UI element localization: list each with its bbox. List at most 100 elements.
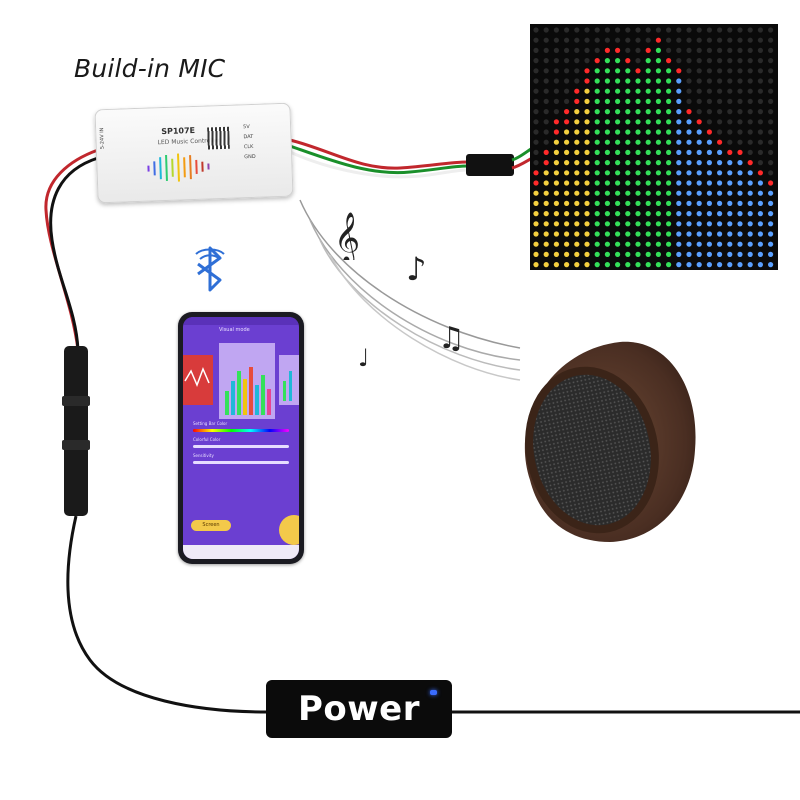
led-dot [666,170,672,176]
led-dot [604,251,610,257]
led-dot [584,78,590,84]
led-dot [676,58,682,64]
led-dot [717,190,723,196]
led-dot [645,241,651,247]
led-dot [615,180,621,186]
screen-button[interactable]: Screen [191,520,231,531]
led-dot [686,211,692,217]
led-dot [768,262,774,268]
led-dot [574,262,580,268]
led-dot [553,190,559,196]
led-dot [696,58,702,64]
led-dot [604,78,610,84]
led-dot [615,241,621,247]
led-dot [747,47,753,53]
led-dot [737,262,743,268]
led-dot [676,262,682,268]
led-dot [676,47,682,53]
power-indicator-light [430,690,437,695]
led-dot [747,211,753,217]
led-dot [686,221,692,227]
led-dot [655,180,661,186]
led-dot [727,149,733,155]
led-dot [574,149,580,155]
led-dot [615,251,621,257]
led-dot [727,170,733,176]
led-dot [696,160,702,166]
led-dot [635,109,641,115]
led-dot [727,129,733,135]
led-dot [594,221,600,227]
led-dot [686,98,692,104]
led-dot [533,190,539,196]
led-dot [594,68,600,74]
led-dot [604,139,610,145]
led-dot [553,200,559,206]
led-dot [747,119,753,125]
led-dot [696,262,702,268]
led-dot [584,139,590,145]
led-dot [666,27,672,33]
led-dot [655,160,661,166]
led-dot [747,221,753,227]
led-dot [584,190,590,196]
led-dot [747,231,753,237]
led-dot [553,262,559,268]
led-dot [584,231,590,237]
led-dot [727,190,733,196]
led-dot [757,58,763,64]
led-dot [533,68,539,74]
power-toggle-button[interactable] [279,515,299,545]
led-dot [594,37,600,43]
led-dot [737,27,743,33]
led-dot [635,251,641,257]
led-dot [747,160,753,166]
led-dot [635,58,641,64]
sensitivity-slider[interactable] [193,461,289,464]
led-dot [543,88,549,94]
led-dot [625,170,631,176]
led-dot [676,109,682,115]
led-dot [706,231,712,237]
led-dot [645,37,651,43]
led-dot [553,231,559,237]
led-dot [757,139,763,145]
led-dot [696,251,702,257]
led-dot [717,27,723,33]
led-dot [737,68,743,74]
led-dot [768,180,774,186]
led-dot [625,231,631,237]
color-slider[interactable] [193,429,289,432]
led-dot [768,98,774,104]
led-dot [676,190,682,196]
sound-wave-graphic [147,153,210,182]
led-dot [737,109,743,115]
led-dot [717,47,723,53]
led-dot [553,47,559,53]
led-dot [625,68,631,74]
led-dot [727,88,733,94]
led-dot [676,160,682,166]
led-dot [686,241,692,247]
led-dot [655,190,661,196]
led-dot [543,37,549,43]
led-dot [584,88,590,94]
led-dot [696,68,702,74]
led-dot [574,98,580,104]
led-dot [757,200,763,206]
led-dot [533,27,539,33]
led-dot [696,78,702,84]
colorful-slider[interactable] [193,445,289,448]
led-dot [757,211,763,217]
led-dot [543,251,549,257]
led-dot [686,180,692,186]
led-dot [625,58,631,64]
led-dot [584,37,590,43]
led-dot [655,241,661,247]
led-dot [676,221,682,227]
led-dot [666,68,672,74]
led-dot [604,200,610,206]
led-dot [615,211,621,217]
led-dot [747,190,753,196]
led-dot [696,170,702,176]
